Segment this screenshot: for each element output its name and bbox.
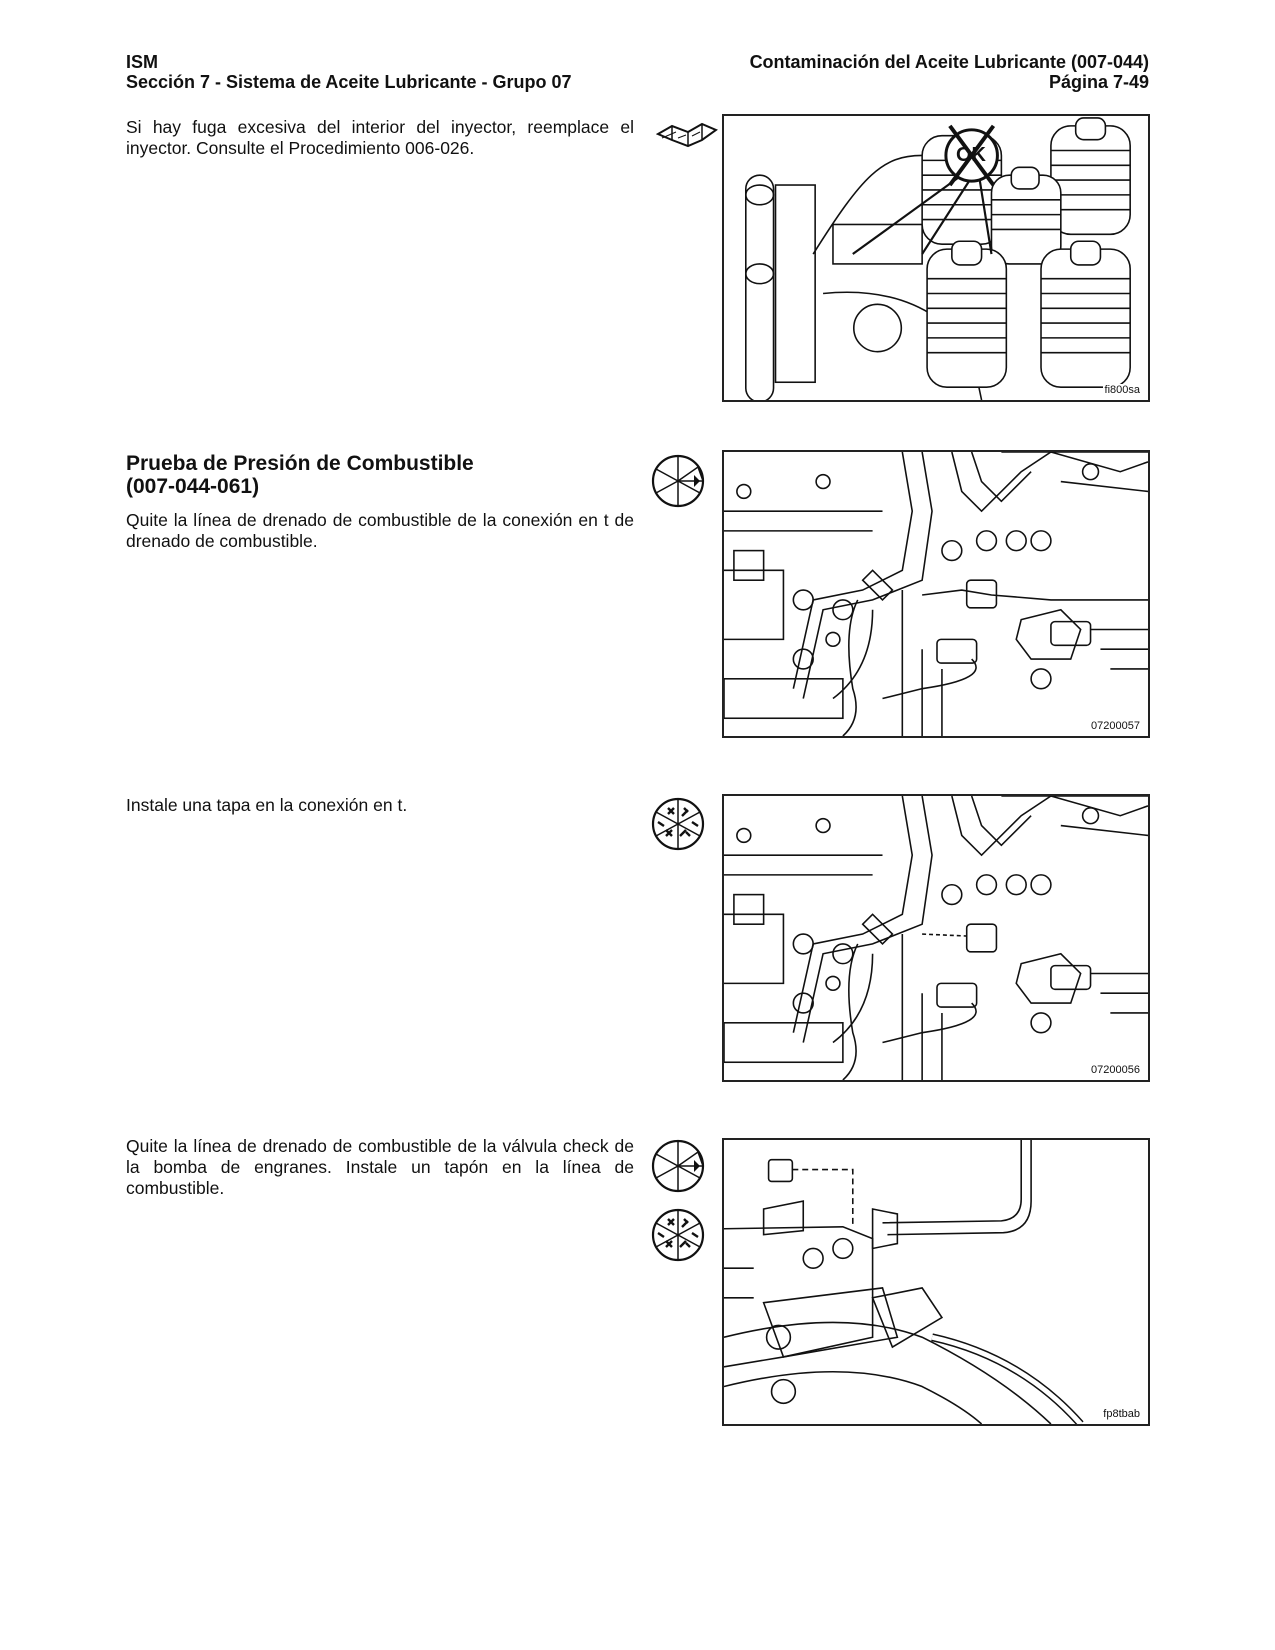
install-icon: [650, 1207, 706, 1268]
step-4-text: Quite la línea de drenado de combustible…: [126, 1136, 634, 1198]
remove-icon: [650, 1138, 706, 1199]
heading-line-2: (007-044-061): [126, 475, 260, 498]
figure-code: fi800sa: [1102, 384, 1142, 396]
figure-ok-label: OK: [956, 144, 986, 166]
heading-line-1: Prueba de Presión de Combustible: [126, 452, 474, 475]
manual-title: ISM: [126, 52, 159, 72]
service-manual-icon: [655, 120, 719, 155]
figure-code: fp8tbab: [1101, 1408, 1142, 1420]
page-number: Página 7-49: [1048, 72, 1149, 92]
figure-injector: OK fi800sa: [722, 114, 1150, 402]
section-title: Sección 7 - Sistema de Aceite Lubricante…: [126, 72, 572, 92]
step-2-text: Quite la línea de drenado de combustible…: [126, 510, 634, 551]
procedure-title: Contaminación del Aceite Lubricante (007…: [749, 52, 1149, 72]
section-heading: Prueba de Presión de Combustible (007-04…: [126, 452, 634, 498]
figure-code: 07200057: [1089, 720, 1142, 732]
install-icon: [650, 796, 706, 857]
figure-t-connection-removed: 07200057: [722, 450, 1150, 738]
step-3-text: Instale una tapa en la conexión en t.: [126, 795, 408, 815]
figure-gear-pump-check-valve: fp8tbab: [722, 1138, 1150, 1426]
remove-icon: [650, 453, 706, 514]
header-right: Contaminación del Aceite Lubricante (007…: [750, 52, 1149, 92]
figure-t-connection-capped: 07200056: [722, 794, 1150, 1082]
figure-code: 07200056: [1089, 1064, 1142, 1076]
header-left: ISM Sección 7 - Sistema de Aceite Lubric…: [126, 52, 571, 92]
step-1-text: Si hay fuga excesiva del interior del in…: [126, 117, 634, 158]
